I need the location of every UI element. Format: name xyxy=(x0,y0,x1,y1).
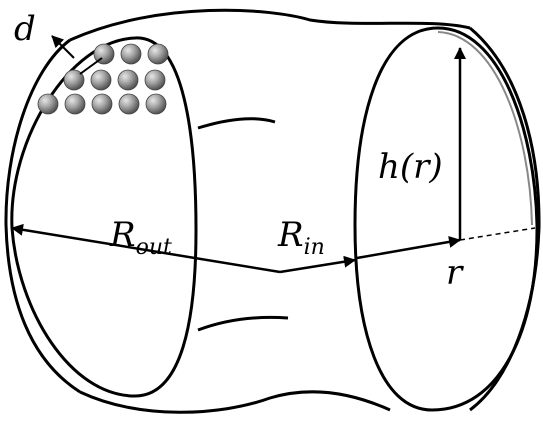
particle-sphere xyxy=(144,69,166,91)
diameter-arrow xyxy=(51,35,75,59)
torus-bottom-outline xyxy=(79,390,391,414)
particle-sphere xyxy=(120,43,142,65)
particle-sphere xyxy=(91,93,113,115)
right-cross-section-shade xyxy=(437,31,533,226)
diameter-marker-line xyxy=(79,57,103,75)
r-dashed-extension xyxy=(459,227,536,241)
label-h: h(r) xyxy=(378,147,443,187)
particle-cluster xyxy=(37,43,169,115)
r-in-arrow xyxy=(279,255,356,274)
left-cross-section xyxy=(10,36,198,398)
label-r-in-sub: in xyxy=(304,235,325,260)
label-r: r xyxy=(446,253,464,293)
label-d: d xyxy=(14,9,36,49)
inner-hole-upper-curve xyxy=(197,117,276,130)
label-r-out: Rout xyxy=(109,215,172,260)
label-r-out-base: R xyxy=(109,215,136,255)
right-cross-section xyxy=(353,26,539,412)
particle-sphere xyxy=(145,93,167,115)
particle-sphere xyxy=(147,43,169,65)
particle-sphere xyxy=(90,69,112,91)
torus-top-outline xyxy=(69,8,471,42)
r-out-arrow-left xyxy=(11,223,281,274)
label-r-in: Rin xyxy=(277,215,325,260)
torus-right-outline xyxy=(469,26,541,412)
label-r-in-base: R xyxy=(277,215,304,255)
torus-left-outline xyxy=(4,38,81,394)
particle-sphere xyxy=(117,69,139,91)
particle-sphere xyxy=(63,69,85,91)
particle-sphere xyxy=(64,93,86,115)
label-r-out-sub: out xyxy=(136,235,172,260)
particle-sphere xyxy=(118,93,140,115)
r-arrow xyxy=(356,235,461,260)
particle-sphere xyxy=(37,93,59,115)
inner-hole-lower-curve xyxy=(197,315,289,332)
